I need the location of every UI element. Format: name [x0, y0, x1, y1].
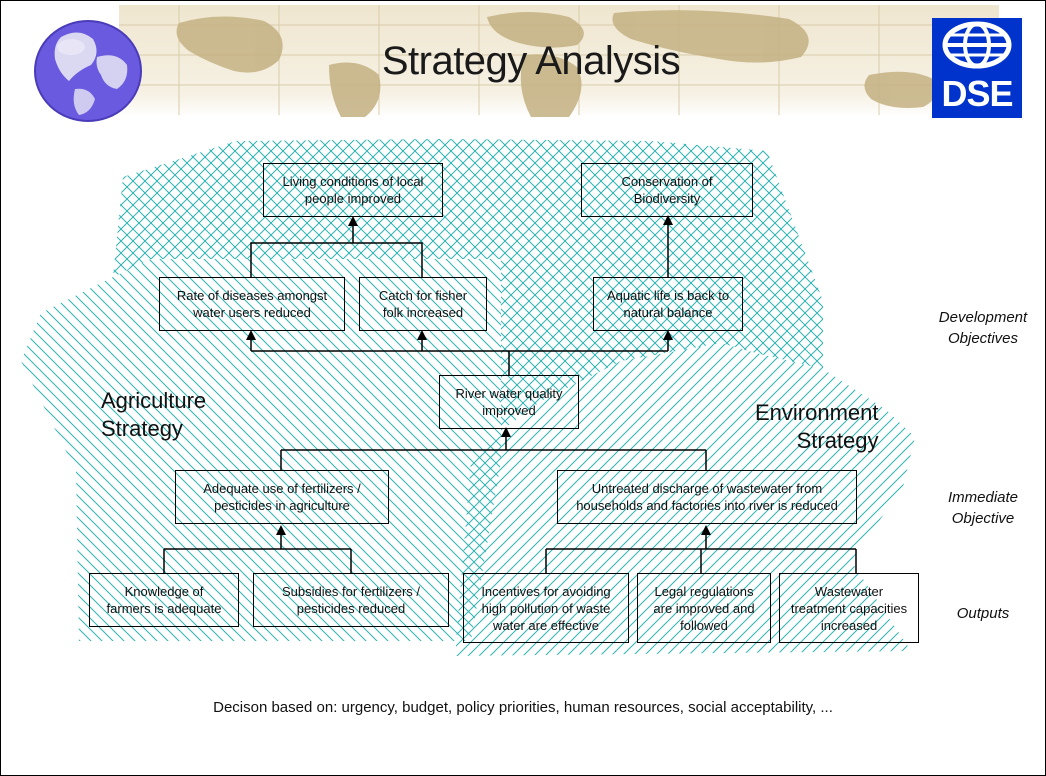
- dse-logo: [932, 18, 1022, 118]
- box-living-conditions: Living conditions of local people improv…: [263, 163, 443, 217]
- box-river-quality: River water quality improved: [439, 375, 579, 429]
- decision-footer: Decison based on: urgency, budget, polic…: [213, 699, 833, 716]
- box-aquatic-life: Aquatic life is back to natural balance: [593, 277, 743, 331]
- title-banner: [29, 5, 1045, 123]
- box-catch-fisher: Catch for fisher folk increased: [359, 277, 487, 331]
- logo-text: DSE: [941, 73, 1013, 114]
- world-map-banner: [119, 5, 999, 117]
- box-fertilizer-use: Adequate use of fertilizers / pesticides…: [175, 470, 389, 524]
- level-immediate-objective: Immediate Objective: [947, 489, 1019, 527]
- agriculture-region: [21, 259, 501, 641]
- box-treatment: Wastewater treatment capacities increase…: [779, 573, 919, 643]
- box-biodiversity: Conservation of Biodiversity: [581, 163, 753, 217]
- connectors: [163, 215, 857, 573]
- box-legal: Legal regulations are improved and follo…: [637, 573, 771, 643]
- box-diseases: Rate of diseases amongst water users red…: [159, 277, 345, 331]
- logo-globe-icon: [942, 21, 1012, 69]
- level-outputs: Outputs: [956, 605, 1010, 622]
- box-wastewater-discharge: Untreated discharge of wastewater from h…: [557, 470, 857, 524]
- environment-region: [456, 343, 915, 656]
- environment-strategy-label: Environment Strategy: [755, 400, 879, 453]
- box-knowledge: Knowledge of farmers is adequate: [89, 573, 239, 627]
- agriculture-strategy-label: Agriculture Strategy: [101, 388, 207, 441]
- page-title: Strategy Analysis: [381, 39, 681, 83]
- box-incentives: Incentives for avoiding high pollution o…: [463, 573, 629, 643]
- globe-icon: [34, 20, 142, 122]
- development-region: [113, 139, 823, 431]
- box-subsidies: Subsidies for fertilizers / pesticides r…: [253, 573, 449, 627]
- level-development-objectives: Development Objectives: [938, 309, 1028, 347]
